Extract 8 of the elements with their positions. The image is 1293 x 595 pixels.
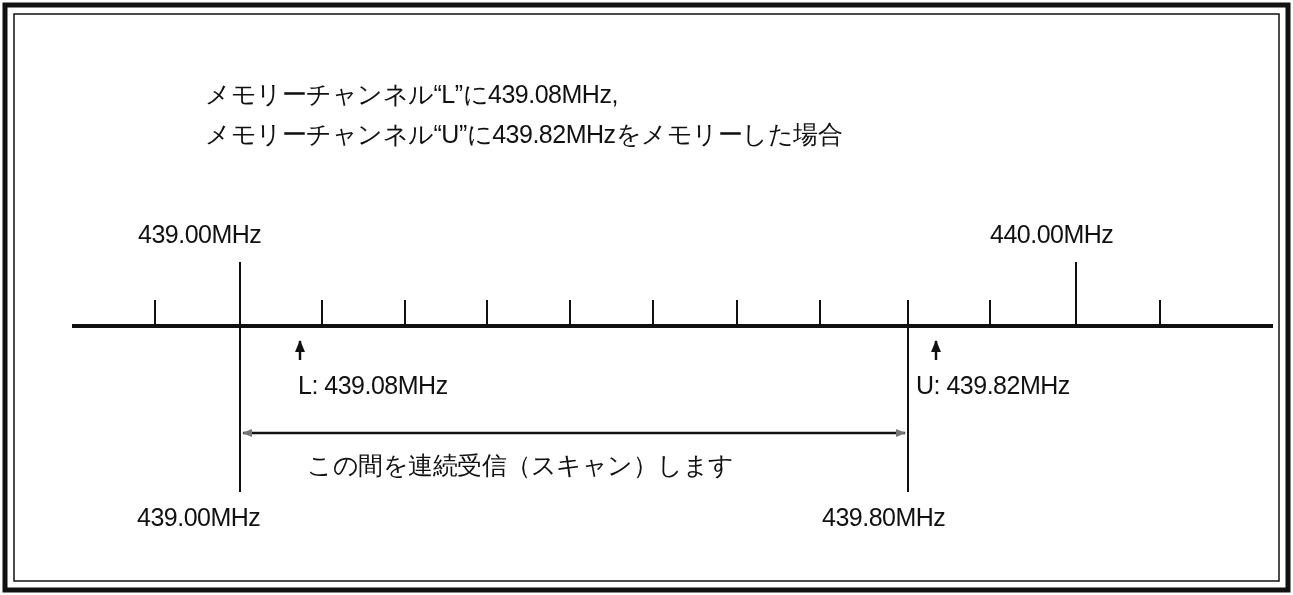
frequency-label: U: 439.82MHz [916,373,1070,398]
frequency-label: 439.00MHz [138,222,262,247]
frequency-label: 439.80MHz [822,505,946,530]
heading-text: メモリーチャンネル“U”に439.82MHzをメモリーした場合 [205,122,843,147]
heading-text: メモリーチャンネル“L”に439.08MHz, [205,82,618,107]
frequency-label: L: 439.08MHz [298,373,448,398]
frequency-label: 439.00MHz [137,505,261,530]
frequency-label: 440.00MHz [990,222,1114,247]
